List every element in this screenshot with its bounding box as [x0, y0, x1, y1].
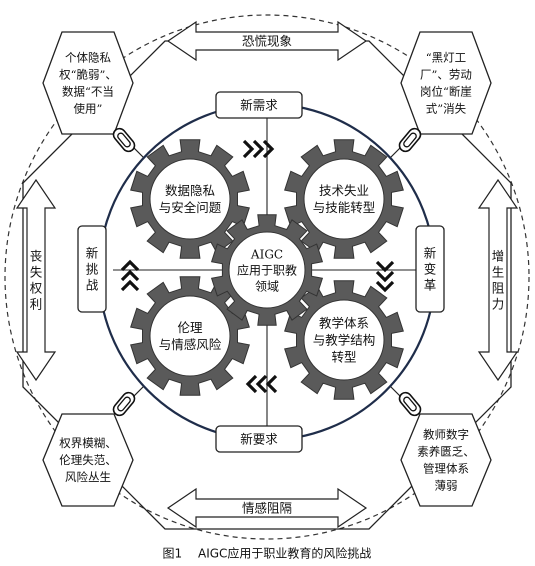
outer-dashed-circle: [4, 14, 530, 540]
gear-3-label: 伦理与情感风险: [159, 320, 222, 352]
gear-center: [210, 214, 324, 326]
box-new-change-label: 新变革: [424, 246, 437, 293]
paperclip-icon: [112, 127, 136, 153]
gear-1: [130, 139, 250, 259]
outer-arrow-bottom: [166, 487, 368, 529]
gear-1-label: 数据隐私与安全问题: [159, 183, 222, 215]
box-new-change: [415, 225, 445, 313]
box-new-challenge-label: 新挑战: [86, 246, 99, 293]
outer-arrow-left: [15, 178, 57, 382]
chevron-up-icon: [120, 259, 140, 292]
gear-2: [284, 139, 404, 259]
box-new-challenge: [77, 225, 107, 313]
chevron-right-icon: [242, 139, 275, 159]
outer-arrow-right-label: 增生阻力: [492, 249, 505, 312]
box-new-demand: [215, 91, 303, 119]
figure-caption: 图1 AIGC应用于职业教育的风险挑战: [163, 545, 372, 560]
box-new-requirement-label: 新要求: [240, 432, 278, 447]
box-new-requirement: [215, 425, 303, 453]
outer-arrow-top-label: 恐慌现象: [242, 34, 292, 49]
outer-arrow-left-label: 丧失权利: [30, 249, 43, 312]
paperclip-icon: [398, 391, 422, 417]
gear-2-label: 技术失业与技能转型: [313, 183, 376, 215]
chevron-down-icon: [375, 260, 395, 293]
outer-arrow-bottom-label: 情感阻隔: [242, 501, 292, 516]
hexagon-bottom-right: [400, 413, 492, 507]
gear-4: [284, 280, 404, 400]
outer-arrow-top: [166, 20, 368, 62]
box-new-demand-label: 新需求: [240, 98, 278, 113]
outer-arrow-right: [477, 178, 519, 382]
hexagon-top-right-label: “黑灯工厂”、劳动岗位“断崖式”消失: [420, 51, 472, 116]
hexagon-bottom-right-label: 教师数字素养匮乏、管理体系薄弱: [417, 428, 475, 493]
paperclip-icon: [398, 127, 422, 153]
gear-4-label: 教学体系与教学结构转型: [313, 316, 376, 365]
hexagon-top-left-label: 个体隐私权“脆弱”、数据“不当使用”: [59, 51, 117, 116]
gear-3: [130, 276, 250, 396]
hexagon-bottom-left-label: 权界模糊、伦理失范、风险丛生: [59, 436, 117, 484]
paperclip-icon: [112, 391, 136, 417]
hexagon-top-right: [400, 31, 492, 135]
hexagon-bottom-left: [42, 413, 134, 507]
hexagon-top-left: [42, 31, 134, 135]
chevron-left-icon: [245, 374, 278, 394]
